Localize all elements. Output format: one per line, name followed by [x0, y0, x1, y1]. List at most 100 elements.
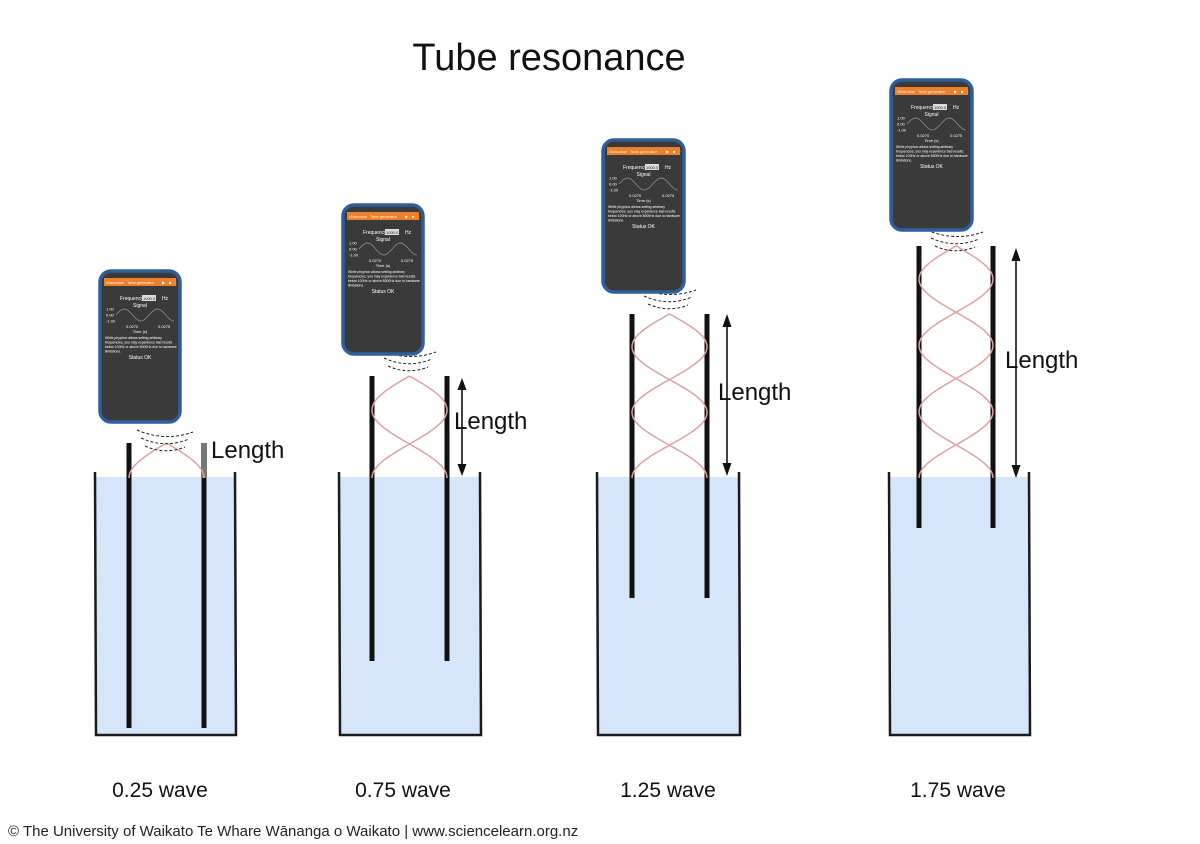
setup-1-75-wave: Length 1.75 wave — [887, 229, 1078, 802]
app-header-bar — [347, 212, 419, 220]
signal-x-axis-label: Time (s) — [924, 138, 939, 143]
app-header-bar — [104, 278, 176, 286]
signal-trace — [906, 117, 967, 131]
signal-y-tick: 1.00 — [349, 241, 358, 246]
frequency-unit: Hz — [162, 296, 169, 302]
length-label: Length — [718, 379, 791, 406]
phone-frame — [601, 138, 686, 294]
frequency-unit: Hz — [953, 105, 960, 111]
water — [598, 477, 739, 735]
hardware-note: frequencies, you may experience bad resu… — [896, 150, 964, 154]
water — [890, 477, 1029, 735]
signal-heading: Signal — [637, 172, 651, 178]
standing-wave — [371, 375, 448, 479]
length-label: Length — [1005, 347, 1078, 374]
copyright-credit: © The University of Waikato Te Whare Wān… — [8, 823, 578, 840]
frequency-label: Frequency — [623, 165, 647, 171]
back-link: ‹Ensudow — [897, 89, 915, 94]
container — [595, 471, 742, 737]
diagram-title: Tube resonance — [412, 37, 685, 79]
frequency-input — [933, 104, 947, 110]
frequency-value: 1000.0 — [386, 230, 399, 235]
container — [337, 471, 483, 737]
signal-y-tick: 0.00 — [349, 247, 358, 252]
hardware-note: While phyphox allows setting arbitrary — [348, 270, 405, 274]
menu-icon: ⋮ — [678, 149, 682, 154]
frequency-value: 1000.0 — [646, 165, 659, 170]
hardware-note: limitations. — [348, 284, 364, 288]
back-link: ‹Ensudow — [106, 280, 124, 285]
sound-arcs-icon — [926, 229, 984, 252]
frequency-input — [385, 229, 399, 235]
setup-1-25-wave: Length 1.25 wave — [595, 287, 791, 802]
back-link: ‹Ensudow — [349, 214, 367, 219]
length-label: Length — [454, 408, 527, 435]
signal-x-tick: 0.0275 — [662, 193, 675, 198]
app-name: Tone generator — [918, 89, 946, 94]
app-name: Tone generator — [370, 214, 398, 219]
hardware-note: frequencies, you may experience bad resu… — [348, 275, 416, 279]
signal-y-tick: -1.00 — [609, 188, 619, 193]
hardware-note: below 100Hz or above 8000Hz due to hardw… — [348, 279, 420, 283]
frequency-value: 1000.0 — [143, 296, 156, 301]
signal-y-tick: 0.00 — [897, 122, 906, 127]
hardware-note: While phyphox allows setting arbitrary — [105, 336, 162, 340]
signal-x-tick: 0.0275 — [950, 133, 963, 138]
hardware-note: While phyphox allows setting arbitrary — [608, 205, 665, 209]
frequency-input — [142, 295, 156, 301]
play-icon: ▶ — [954, 89, 958, 94]
setup-0-25-wave: Length 0.25 wave — [93, 429, 284, 802]
standing-wave — [918, 245, 994, 479]
signal-x-tick: 0.0270 — [369, 258, 382, 263]
signal-y-tick: 0.00 — [106, 313, 115, 318]
water — [96, 477, 235, 735]
signal-x-tick: 0.0270 — [917, 133, 930, 138]
play-icon: ▶ — [405, 214, 409, 219]
hardware-note: frequencies, you may experience bad resu… — [105, 341, 173, 345]
phone-frame — [98, 269, 182, 424]
signal-y-tick: 1.00 — [897, 116, 906, 121]
container — [93, 471, 238, 737]
status-readout: Status OK — [129, 355, 152, 361]
wave-count-label: 1.25 wave — [620, 779, 716, 802]
setup-0-75-wave: Length 0.75 wave — [337, 349, 527, 802]
signal-y-tick: -1.00 — [349, 253, 359, 258]
signal-trace — [358, 242, 418, 256]
app-name: Tone generator — [630, 149, 658, 154]
hardware-note: below 100Hz or above 8000Hz due to hardw… — [896, 154, 968, 158]
hardware-note: below 100Hz or above 8000Hz due to hardw… — [105, 345, 177, 349]
sound-arcs-icon — [136, 429, 194, 452]
status-readout: Status OK — [372, 289, 395, 295]
signal-x-axis-label: Time (s) — [636, 198, 651, 203]
menu-icon: ⋮ — [174, 280, 178, 285]
sound-arcs-icon — [639, 287, 697, 310]
signal-y-tick: -1.00 — [897, 128, 907, 133]
app-header-bar — [895, 87, 968, 95]
signal-y-tick: 1.00 — [609, 176, 618, 181]
signal-x-tick: 0.0275 — [401, 258, 414, 263]
delete-icon: ■ — [961, 89, 964, 94]
delete-icon: ■ — [169, 280, 172, 285]
signal-heading: Signal — [925, 112, 939, 118]
signal-heading: Signal — [133, 303, 147, 309]
frequency-unit: Hz — [665, 165, 672, 171]
container — [887, 471, 1032, 737]
hardware-note: below 100Hz or above 8000Hz due to hardw… — [608, 214, 680, 218]
status-readout: Status OK — [920, 164, 943, 170]
hardware-note: limitations. — [608, 219, 624, 223]
frequency-unit: Hz — [405, 230, 412, 236]
wave-count-label: 1.75 wave — [910, 779, 1006, 802]
frequency-label: Frequency — [911, 105, 935, 111]
hardware-note: frequencies, you may experience bad resu… — [608, 210, 676, 214]
signal-y-tick: -1.00 — [106, 319, 116, 324]
app-name: Tone generator — [127, 280, 155, 285]
frequency-label: Frequency — [120, 296, 144, 302]
phone-frame — [889, 78, 974, 232]
menu-icon: ⋮ — [417, 214, 421, 219]
frequency-input — [645, 164, 659, 170]
signal-x-tick: 0.0270 — [629, 193, 642, 198]
